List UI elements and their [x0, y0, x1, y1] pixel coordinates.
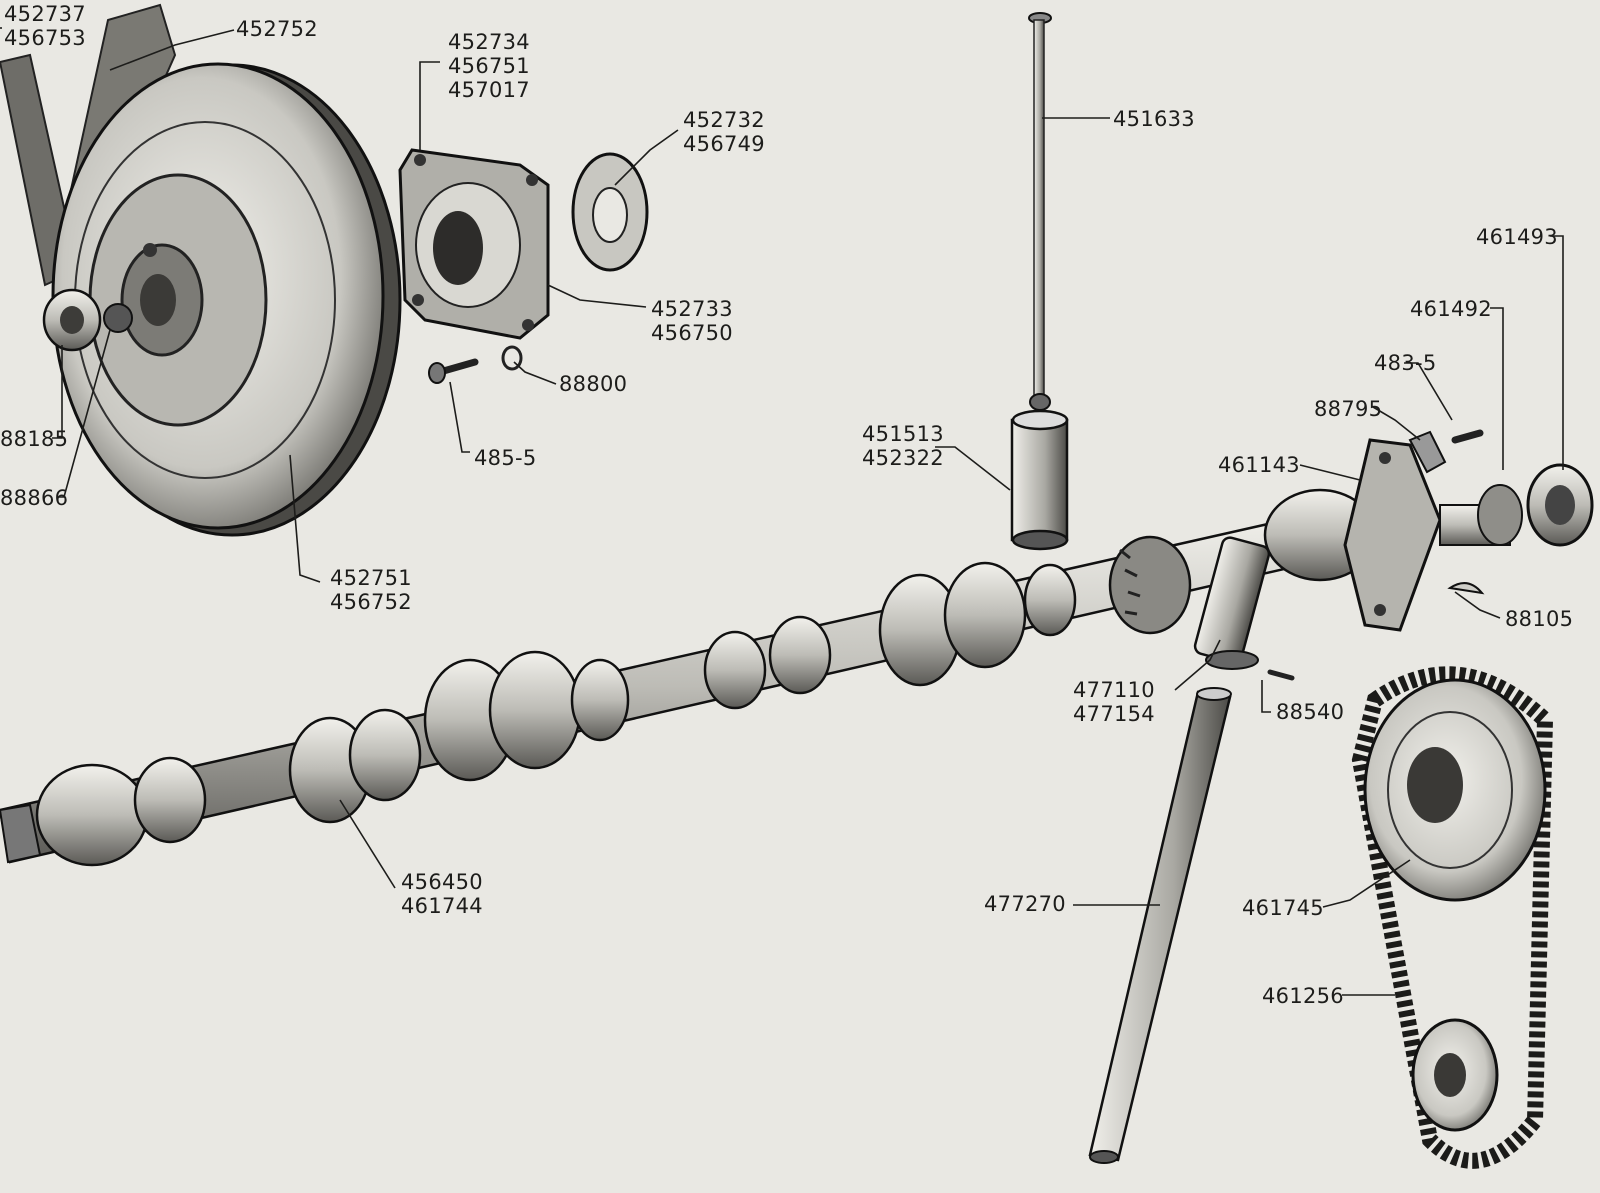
callout-461143: 461143	[1218, 453, 1300, 477]
washer	[571, 152, 649, 272]
callout-88866: 88866	[0, 486, 69, 510]
drive-pinion	[1193, 536, 1271, 670]
leader-lines	[0, 27, 1564, 996]
callout-88800: 88800	[559, 372, 628, 396]
callout-88540: 88540	[1276, 700, 1345, 724]
cover-plate	[398, 148, 550, 340]
crank-sprocket	[1411, 1018, 1499, 1132]
callout-477270: 477270	[984, 892, 1066, 916]
callout-483-5: 483-5	[1374, 351, 1437, 375]
callout-485-5: 485-5	[474, 446, 537, 470]
bushing	[1010, 409, 1069, 551]
small-bolt	[1451, 429, 1484, 444]
lock-washer	[501, 345, 523, 371]
oil-pump-rod	[1028, 12, 1052, 411]
callout-88105: 88105	[1505, 607, 1574, 631]
nut	[42, 288, 102, 352]
callout-451633: 451633	[1113, 107, 1195, 131]
pin	[1267, 669, 1295, 681]
pushrod	[1088, 687, 1232, 1164]
camshaft-nut	[1526, 463, 1594, 547]
timing-sprocket	[1363, 678, 1547, 902]
helical-gear	[1108, 535, 1192, 635]
pulley	[51, 62, 402, 537]
lock-plate	[1408, 430, 1447, 474]
cap-screw	[428, 358, 479, 384]
callout-461493: 461493	[1476, 225, 1558, 249]
callout-461256: 461256	[1262, 984, 1344, 1008]
callout-88795: 88795	[1314, 397, 1383, 421]
thrust-plate	[1343, 438, 1442, 632]
threaded-end	[1439, 484, 1523, 546]
callout-461492: 461492	[1410, 297, 1492, 321]
callout-452752: 452752	[236, 17, 318, 41]
callout-461745: 461745	[1242, 896, 1324, 920]
callout-88185: 88185	[0, 427, 69, 451]
woodruff-key	[1447, 582, 1485, 595]
